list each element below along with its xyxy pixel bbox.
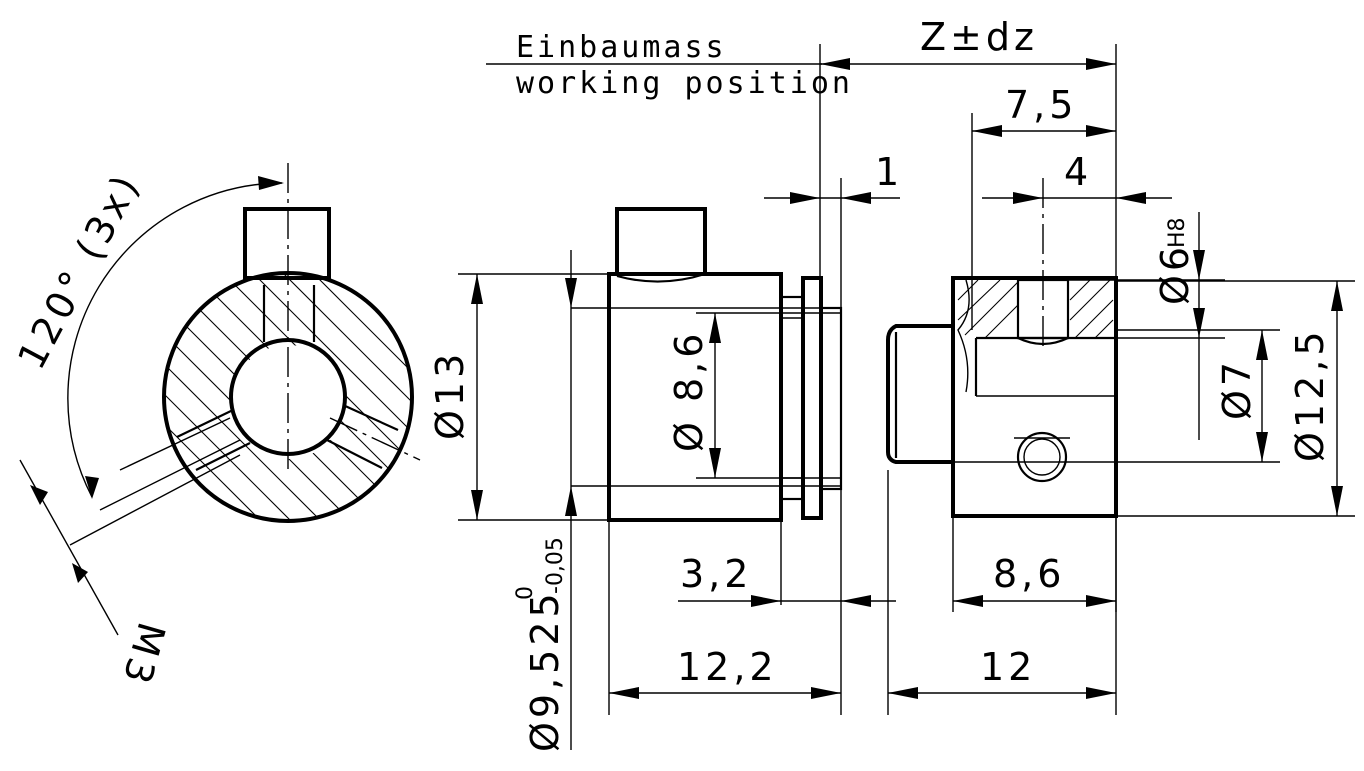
dim-8-6-dia: Ø 8,6 bbox=[667, 330, 711, 452]
dim-9-525-tol-upper: 0 bbox=[513, 586, 538, 600]
clamp-shaft bbox=[886, 324, 953, 464]
dim-7: Ø7 bbox=[1215, 358, 1259, 420]
end-view: 120° (3x) M3 bbox=[9, 163, 421, 693]
working-position-text: working position bbox=[516, 66, 853, 101]
einbaumass-text: Einbaumass bbox=[516, 30, 727, 65]
angle-label: 120° (3x) bbox=[9, 165, 149, 376]
dim-1: 1 bbox=[875, 150, 903, 194]
dim-6h8: Ø6 bbox=[1153, 243, 1197, 305]
dim-13: Ø13 bbox=[428, 350, 472, 440]
dim-12-5: Ø12,5 bbox=[1288, 327, 1332, 462]
thread-leader bbox=[19, 459, 119, 636]
dim-z: Z±dz bbox=[920, 15, 1038, 59]
dim-12-2: 12,2 bbox=[677, 645, 778, 689]
dim-7-5: 7,5 bbox=[1005, 83, 1077, 127]
working-position-label: Einbaumass working position bbox=[486, 30, 853, 101]
dim-8-6: 8,6 bbox=[993, 552, 1065, 596]
dim-12: 12 bbox=[980, 645, 1036, 689]
section-hatching bbox=[164, 273, 413, 522]
thread-label: M3 bbox=[113, 618, 173, 693]
dim-3-2: 3,2 bbox=[680, 552, 752, 596]
dimensions: Z±dz 7,5 1 4 Ø6 H8 Ø7 Ø12,5 bbox=[428, 15, 1343, 752]
hub-screw bbox=[615, 207, 707, 276]
dim-9-525-tol-lower: -0,05 bbox=[543, 537, 568, 594]
hub-flange bbox=[801, 276, 823, 520]
clamp-section-hatching bbox=[957, 279, 1114, 339]
angle-arc bbox=[67, 182, 283, 498]
hub-side-view bbox=[458, 44, 843, 715]
clamp-side-view bbox=[886, 44, 1355, 715]
set-screw-head bbox=[243, 207, 331, 280]
clamp-screw bbox=[1016, 431, 1068, 483]
dim-4: 4 bbox=[1064, 150, 1092, 194]
dim-9-525: Ø9,525 bbox=[523, 589, 567, 752]
dim-6h8-tol: H8 bbox=[1165, 217, 1190, 248]
